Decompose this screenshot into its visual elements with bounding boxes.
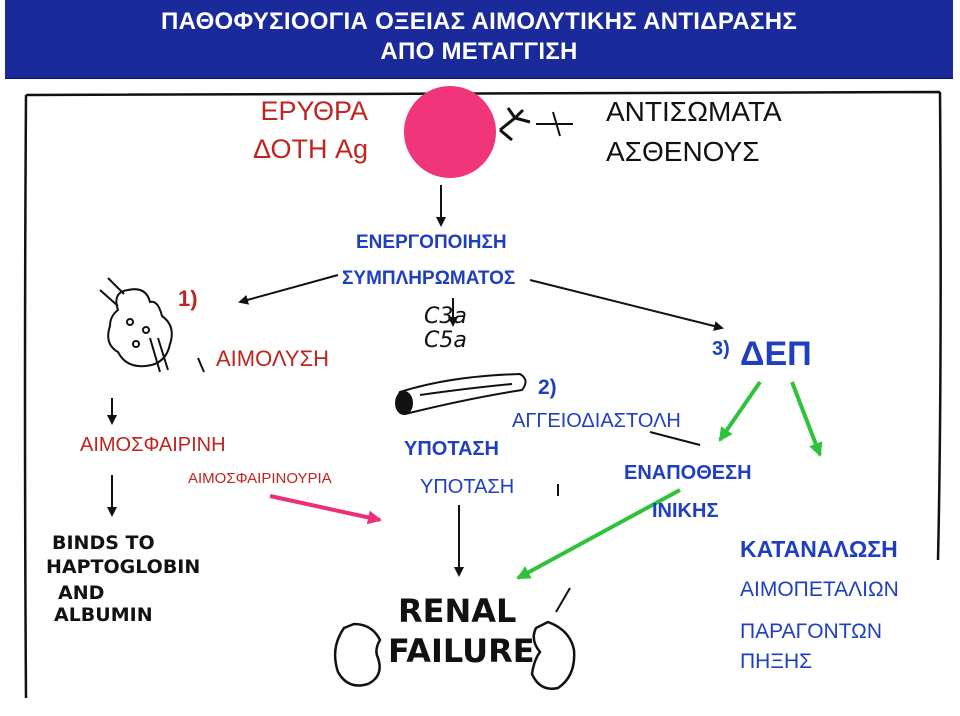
green-arrow-to-consumption (790, 381, 823, 457)
lysed-cell-sketch (99, 277, 173, 373)
hypotension-label-1: ΥΠΟΤΑΣΗ (404, 438, 499, 460)
binds-to-label-1: BINDS TO (52, 532, 155, 554)
vessel-sketch (395, 372, 527, 416)
deposition-label-2: ΙΝΙΚΗΣ (652, 500, 719, 522)
factors-label-1: ΠΑΡΑΓΟΝΤΩΝ (740, 620, 883, 643)
hemoglobinuria-label: ΑΙΜΟΣΦΑΙΡΙΝΟΥΡΙΑ (188, 470, 332, 487)
consumption-label: ΚΑΤΑΝΑΛΩΣΗ (740, 536, 898, 562)
arrow-vaso-right (649, 431, 701, 446)
antibodies-label-2: ΑΣΘΕΝΟΥΣ (606, 136, 760, 167)
antibody-icon (499, 107, 531, 142)
hypotension-label-2: ΥΠΟΤΑΣΗ (420, 476, 515, 498)
hemolysis-label: ΑΙΜΟΛΥΣΗ (216, 346, 330, 371)
renal-failure-label-2: FAILURE (388, 632, 535, 670)
step-1-label: 1) (178, 286, 198, 311)
pink-arrow (269, 494, 382, 525)
attach-mark (536, 111, 573, 137)
complement-label-2: ΣΥΜΠΛΗΡΩΜΑΤΟΣ (342, 268, 516, 289)
renal-failure-label-1: RENAL (398, 592, 517, 630)
step-3-label: 3) (712, 338, 730, 360)
antibodies-label-1: ΑΝΤΙΣΩΜΑΤΑ (606, 96, 782, 127)
title-line-1: ΠΑΘΟΦΥΣΙΟΟΓΙΑ ΟΞΕΙΑΣ ΑΙΜΟΛΥΤΙΚΗΣ ΑΝΤΙΔΡΑ… (160, 8, 798, 35)
deposition-label-1: ΕΝΑΠΟΘΕΣΗ (624, 462, 752, 484)
green-arrow-to-renal (516, 488, 681, 580)
donor-rbc-label-2: ΔΟΤΗ Ag (253, 134, 368, 164)
red-blood-cell (404, 86, 496, 178)
title-line-2: ΑΠΟ ΜΕΤΑΓΓΙΣΗ (380, 38, 578, 65)
binds-to-label-4: ALBUMIN (54, 604, 153, 626)
short-arrow (197, 357, 205, 373)
arrow-to-kidney (555, 587, 571, 613)
binds-to-label-2: HAPTOGLOBIN (46, 556, 201, 578)
title-bar: ΠΑΘΟΦΥΣΙΟΟΓΙΑ ΟΞΕΙΑΣ ΑΙΜΟΛΥΤΙΚΗΣ ΑΝΤΙΔΡΑ… (5, 0, 953, 79)
green-arrow-to-deposition (718, 380, 762, 442)
c3a-label: C3a (424, 304, 467, 329)
hemoglobinemia-label: ΑΙΜΟΣΦΑΙΡΙΝΗ (80, 434, 226, 456)
dic-label: ΔΕΠ (740, 335, 812, 373)
platelets-label: ΑΙΜΟΠΕΤΑΛΙΩΝ (740, 578, 899, 601)
complement-label-1: ΕΝΕΡΓΟΠΟΙΗΣΗ (356, 232, 507, 253)
arrow-to-dic (529, 279, 724, 331)
step-2-label: 2) (538, 376, 557, 399)
vasodilation-label: ΑΓΓΕΙΟΔΙΑΣΤΟΛΗ (512, 410, 681, 432)
sketch-frame (23, 90, 942, 699)
arrow-to-hemolysis (238, 274, 339, 305)
donor-rbc-label-1: ΕΡΥΘΡΑ (260, 96, 368, 126)
kidneys-sketch (333, 620, 576, 690)
binds-to-label-3: AND (58, 582, 105, 604)
factors-label-2: ΠΗΞΗΣ (740, 650, 813, 673)
c5a-label: C5a (424, 328, 467, 353)
